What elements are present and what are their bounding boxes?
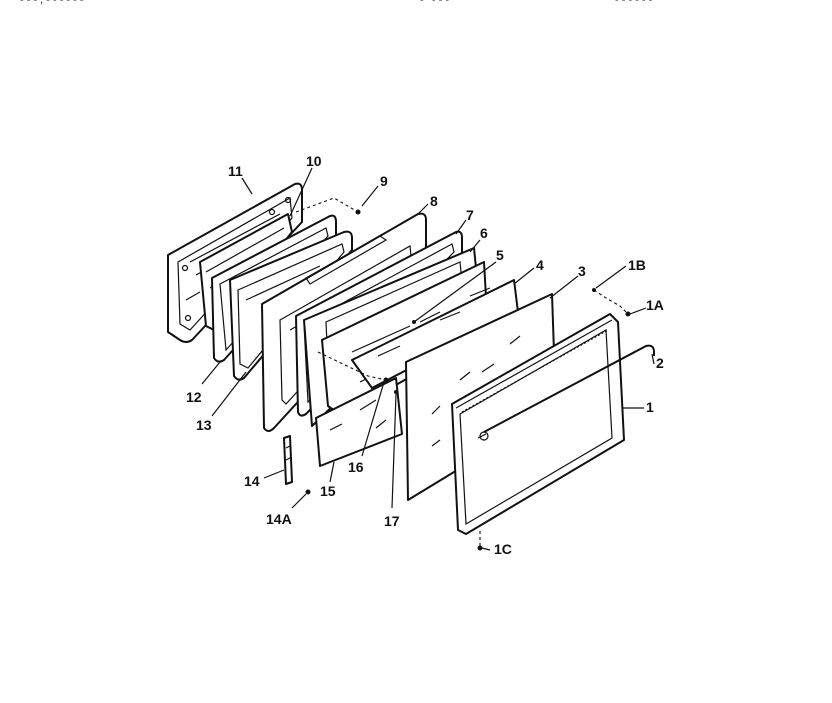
header-fragment-middle: - ' - - - — [420, 0, 449, 6]
label-1A: 1A — [646, 297, 664, 313]
label-1B: 1B — [628, 257, 646, 273]
label-7: 7 — [466, 207, 474, 223]
part-14-hinge — [283, 435, 293, 485]
screw-1C — [477, 545, 483, 551]
header-fragment-left: - - - , - - - - - - — [20, 0, 84, 6]
label-11: 11 — [228, 163, 243, 179]
label-1C: 1C — [494, 541, 512, 557]
label-17: 17 — [384, 513, 400, 529]
part-15-glass-pane — [315, 377, 403, 467]
leader-lines — [201, 167, 655, 551]
label-13: 13 — [196, 417, 212, 433]
label-12: 12 — [186, 389, 202, 405]
label-14A: 14A — [266, 511, 292, 527]
screw-1A — [625, 311, 631, 317]
header-fragment-right: - - - - - - — [615, 0, 653, 6]
part-1-outer-door-frame — [451, 313, 625, 535]
label-3: 3 — [578, 263, 586, 279]
label-14: 14 — [244, 473, 260, 489]
label-4: 4 — [536, 257, 544, 273]
part-2-door-handle — [477, 344, 655, 441]
label-9: 9 — [380, 173, 388, 189]
label-10: 10 — [306, 153, 322, 169]
screw-17 — [394, 390, 398, 394]
part-labels: 11 10 9 8 7 6 5 4 3 1B 1A 2 1 1C 12 13 1… — [186, 153, 664, 557]
label-15: 15 — [320, 483, 336, 499]
label-6: 6 — [480, 225, 488, 241]
screw-14A — [305, 489, 311, 495]
label-16: 16 — [348, 459, 364, 475]
label-2: 2 — [656, 355, 664, 371]
label-5: 5 — [496, 247, 504, 263]
label-1: 1 — [646, 399, 654, 415]
assembly-guide-lines — [295, 197, 629, 546]
label-8: 8 — [430, 193, 438, 209]
